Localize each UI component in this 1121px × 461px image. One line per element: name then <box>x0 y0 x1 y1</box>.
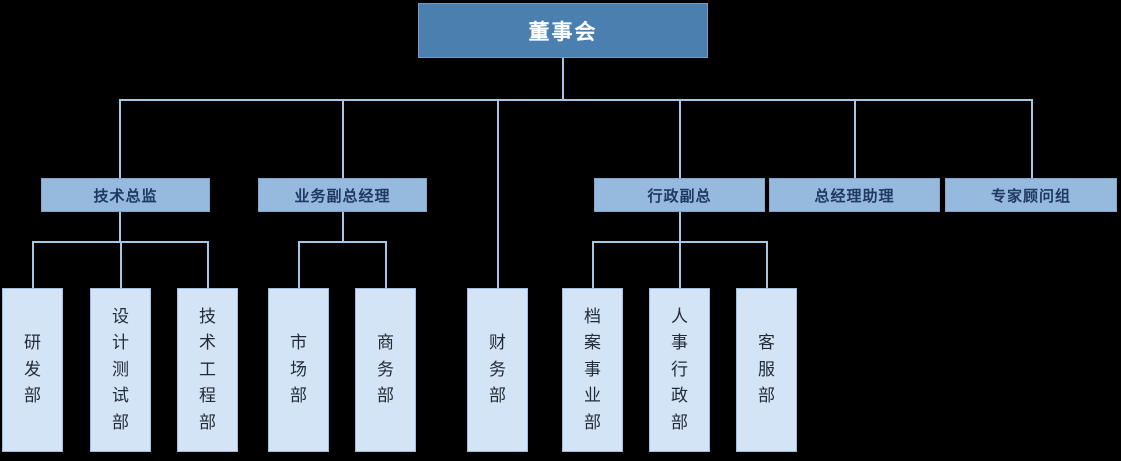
connector-drop-service-dept <box>766 241 768 288</box>
node-label-hr-admin-dept: 人事行政部 <box>671 307 688 433</box>
node-rd-dept[interactable]: 研发部 <box>2 288 63 452</box>
node-label-service-dept: 客服部 <box>758 333 775 407</box>
node-tech-eng[interactable]: 技术工程部 <box>177 288 238 452</box>
connector-stem-tech-director <box>119 211 121 242</box>
node-label-rd-dept: 研发部 <box>24 333 41 407</box>
node-expert-group[interactable]: 专家顾问组 <box>945 178 1117 212</box>
node-label-archive-dept: 档案事业部 <box>584 307 601 433</box>
node-label-board-of-directors: 董事会 <box>528 19 598 44</box>
node-label-admin-vp: 行政副总 <box>647 186 712 205</box>
node-commerce-dept[interactable]: 商务部 <box>355 288 416 452</box>
connector-drop-finance-dept <box>497 99 499 288</box>
node-label-finance-dept: 财务部 <box>489 333 506 407</box>
node-admin-vp[interactable]: 行政副总 <box>594 178 765 212</box>
connector-drop-admin-vp <box>679 99 681 178</box>
node-service-dept[interactable]: 客服部 <box>736 288 797 452</box>
connector-stem-business-vp <box>342 211 344 242</box>
node-label-gm-assistant: 总经理助理 <box>814 186 895 205</box>
node-tech-director[interactable]: 技术总监 <box>41 178 210 212</box>
node-label-tech-director: 技术总监 <box>93 186 158 205</box>
node-archive-dept[interactable]: 档案事业部 <box>562 288 623 452</box>
connector-drop-tech-eng <box>207 241 209 288</box>
connector-drop-design-test <box>120 241 122 288</box>
node-label-tech-eng: 技术工程部 <box>199 307 216 433</box>
connector-drop-market-dept <box>298 241 300 288</box>
node-design-test[interactable]: 设计测试部 <box>90 288 151 452</box>
connector-drop-tech-director <box>119 99 121 178</box>
connector-drop-archive-dept <box>592 241 594 288</box>
node-finance-dept[interactable]: 财务部 <box>467 288 528 452</box>
connector-main-bus <box>119 99 1032 101</box>
connector-bus-business-vp <box>298 241 386 243</box>
node-market-dept[interactable]: 市场部 <box>268 288 329 452</box>
connector-drop-rd-dept <box>32 241 34 288</box>
node-label-business-vp: 业务副总经理 <box>294 186 391 205</box>
node-label-design-test: 设计测试部 <box>112 307 129 433</box>
connector-drop-hr-admin-dept <box>679 241 681 288</box>
node-gm-assistant[interactable]: 总经理助理 <box>769 178 940 212</box>
node-hr-admin-dept[interactable]: 人事行政部 <box>649 288 710 452</box>
node-label-market-dept: 市场部 <box>290 333 307 407</box>
node-board-of-directors[interactable]: 董事会 <box>418 3 708 58</box>
connector-drop-gm-assistant <box>854 99 856 178</box>
connector-drop-expert-group <box>1031 99 1033 178</box>
node-label-commerce-dept: 商务部 <box>377 333 394 407</box>
connector-stem-admin-vp <box>679 211 681 242</box>
node-business-vp[interactable]: 业务副总经理 <box>258 178 427 212</box>
connector-drop-commerce-dept <box>385 241 387 288</box>
connector-root-stem <box>562 57 564 100</box>
connector-drop-business-vp <box>342 99 344 178</box>
node-label-expert-group: 专家顾问组 <box>990 186 1071 205</box>
